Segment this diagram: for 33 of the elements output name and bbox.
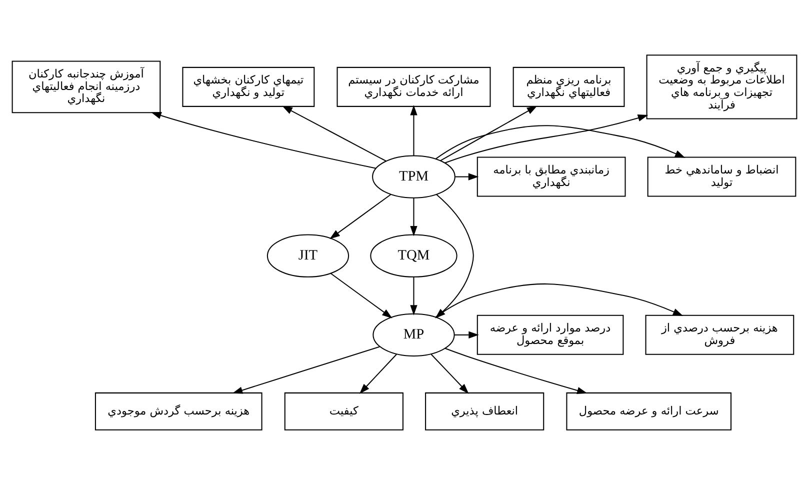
node-box: هزينه برحسب گردش موجودي	[94, 392, 262, 430]
arrow	[330, 272, 392, 318]
node-ellipse: TQM	[370, 234, 458, 277]
arrow	[444, 114, 648, 163]
arrow	[430, 354, 469, 394]
arrow	[410, 104, 418, 156]
arrow	[232, 346, 380, 394]
arrow	[410, 276, 418, 315]
node-box: زمانبندي مطابق با برنامه نگهداري	[476, 156, 626, 196]
node-box: درصد موارد ارائه و عرضه بموقع محصول	[476, 314, 624, 354]
arrow	[330, 194, 392, 239]
arrow	[454, 330, 479, 338]
arrow	[455, 172, 479, 180]
node-box: هزينه برحسب درصدي از فروش	[645, 314, 794, 354]
arrow	[151, 112, 376, 168]
node-box: انضباط و ساماندهي خط توليد	[647, 156, 796, 196]
node-ellipse: MP	[372, 312, 455, 356]
node-box: مشارکت کارکنان در سيستم ارائه خدمات نگهداري	[336, 66, 491, 106]
node-box: پيگيري و جمع آوري اطلاعات مربوط به وضعيت تجهيزات و برنامه هاي فرآيند	[646, 54, 798, 119]
node-ellipse: TPM	[372, 154, 456, 198]
node-box: سرعت ارائه و عرضه محصول	[566, 392, 732, 430]
node-box: تيمهاي کارکنان بخشهاي توليد و نگهداري	[182, 66, 315, 106]
arrow	[444, 347, 588, 394]
arrow	[359, 354, 397, 394]
node-ellipse: JIT	[266, 234, 350, 277]
arrow	[440, 105, 538, 161]
node-box: کيفيت	[284, 392, 404, 430]
arrow	[282, 105, 386, 162]
node-box: آموزش چندجانبه کارکنان درزمينه انجام فعاليتهاي نگهداري	[12, 60, 161, 113]
node-box: برنامه ريزي منظم فعاليتهاي نگهداري	[512, 66, 625, 106]
arrow	[436, 124, 686, 159]
node-box: انعطاف پذيري	[425, 392, 544, 430]
arrow	[410, 198, 418, 236]
